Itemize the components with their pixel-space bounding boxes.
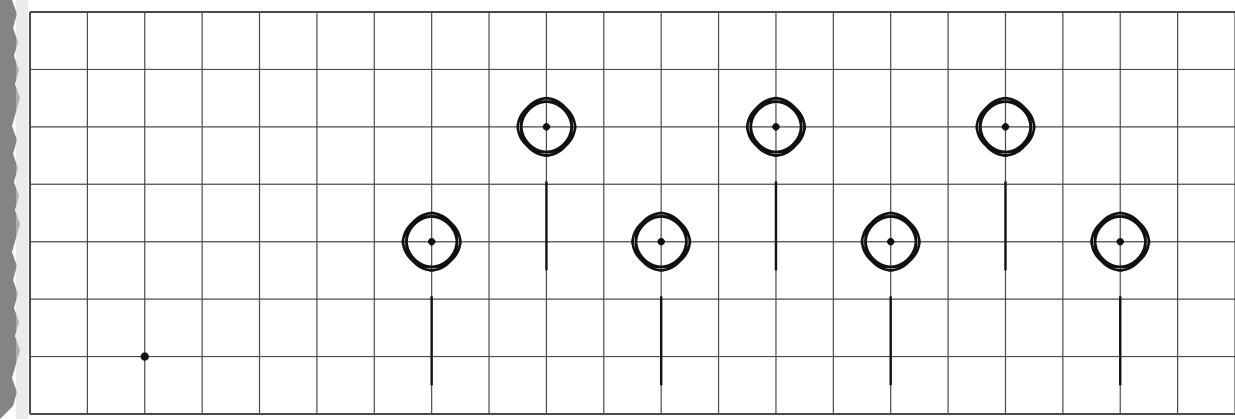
flower-center-dot [887, 238, 894, 245]
flower-center-dot [543, 123, 550, 130]
start-dot-group [141, 352, 149, 360]
flower-center-dot [658, 238, 665, 245]
flower-center-dot [1117, 238, 1124, 245]
flower-center-dot [1002, 123, 1009, 130]
torn-left-edge [0, 0, 28, 419]
start-dot [141, 352, 149, 360]
paper-edge-fade [16, 0, 28, 419]
grid-lines [30, 12, 1235, 414]
flower-center-dot [772, 123, 779, 130]
flower-center-dot [428, 238, 435, 245]
